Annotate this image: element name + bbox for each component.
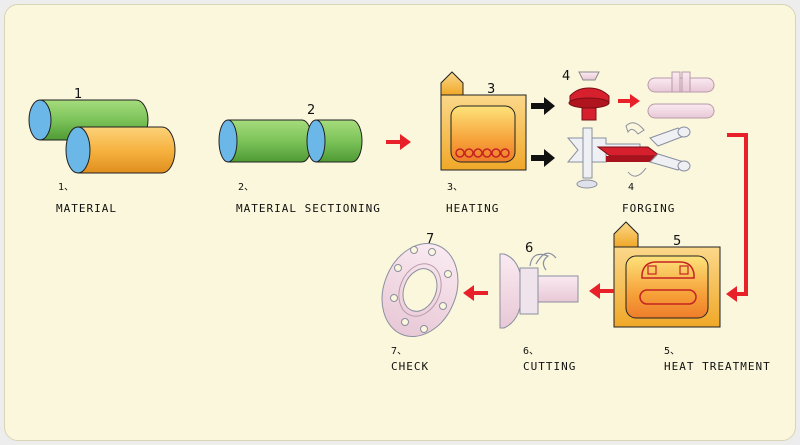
flow-arrow-left — [463, 285, 488, 301]
cutting-machine — [499, 252, 579, 329]
forging-die-assembly — [566, 122, 691, 189]
flow-arrow-black — [531, 97, 555, 115]
step-4-number: 4 — [562, 69, 570, 84]
step-1-number: 1 — [74, 87, 82, 102]
step-2-index: 2、 — [238, 182, 254, 193]
step-5-index: 5、 — [664, 346, 680, 357]
step-5-number: 5 — [673, 234, 681, 249]
finished-flange — [381, 242, 459, 338]
heating-furnace — [440, 71, 527, 171]
step-5-label: HEAT TREATMENT — [664, 360, 771, 373]
flow-arrow-down-left — [726, 133, 748, 302]
process-diagram-panel — [4, 4, 796, 441]
step-2-number: 2 — [307, 103, 315, 118]
step-4-index: 4 — [628, 182, 634, 193]
material-bars — [28, 99, 176, 174]
step-3-number: 3 — [487, 82, 495, 97]
step-7-number: 7 — [426, 232, 434, 247]
step-6-number: 6 — [525, 241, 533, 256]
flow-arrow-right — [386, 134, 411, 150]
step-4-label: FORGING — [622, 202, 675, 215]
step-6-label: CUTTING — [523, 360, 576, 373]
step-7-index: 7、 — [391, 346, 407, 357]
step-6-index: 6、 — [523, 346, 539, 357]
flow-arrow-black — [531, 149, 555, 167]
flow-arrow-right — [618, 94, 640, 108]
heat-treatment-furnace — [613, 221, 721, 328]
step-7-label: CHECK — [391, 360, 429, 373]
step-1-index: 1、 — [58, 182, 74, 193]
step-1-label: MATERIAL — [56, 202, 117, 215]
step-2-label: MATERIAL SECTIONING — [236, 202, 381, 215]
forging-press-top — [568, 71, 610, 121]
flow-arrow-left — [589, 283, 614, 299]
step-3-index: 3、 — [447, 182, 463, 193]
sectioned-bars — [218, 119, 363, 163]
forged-part-outline — [647, 71, 715, 119]
step-3-label: HEATING — [446, 202, 499, 215]
